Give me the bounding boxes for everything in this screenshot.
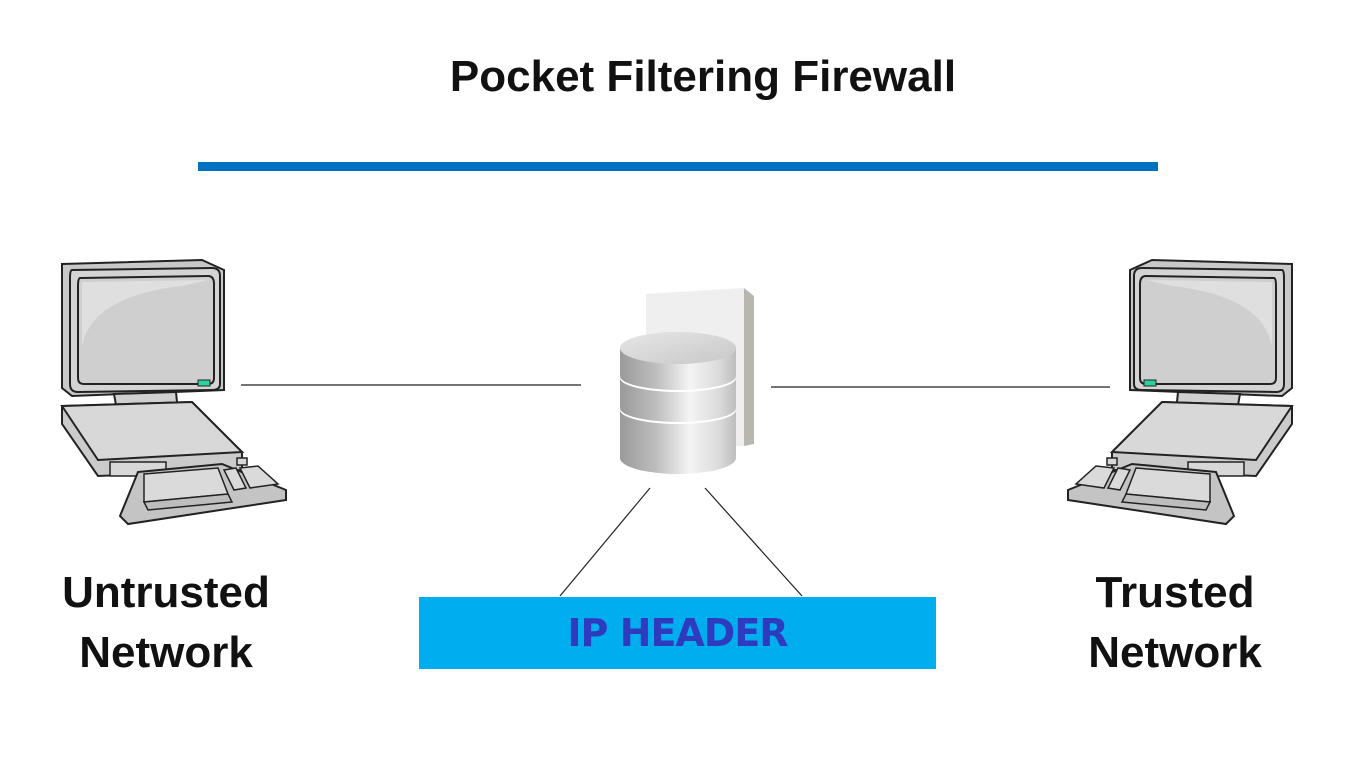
- connector-firewall-to-ipheader-right: [704, 487, 803, 597]
- desktop-computer-icon: [60, 258, 287, 526]
- diagram-title: Pocket Filtering Firewall: [449, 52, 957, 101]
- label-line-1: Untrusted: [62, 568, 270, 617]
- ip-header-box: IP HEADER: [419, 597, 936, 669]
- power-indicator-light: [1143, 379, 1157, 387]
- connector-firewall-to-ipheader-left: [559, 487, 651, 597]
- label-line-2: Network: [79, 628, 253, 677]
- firewall-database-icon: [620, 288, 754, 474]
- untrusted-network-label: Untrusted Network: [36, 563, 296, 683]
- trusted-network-label: Trusted Network: [1045, 563, 1305, 683]
- label-line-2: Network: [1088, 628, 1262, 677]
- label-line-1: Trusted: [1095, 568, 1255, 617]
- ip-header-label: IP HEADER: [567, 611, 788, 655]
- power-indicator-light: [197, 379, 211, 387]
- title-underline-rule: [198, 162, 1158, 171]
- desktop-computer-icon: [1067, 258, 1294, 526]
